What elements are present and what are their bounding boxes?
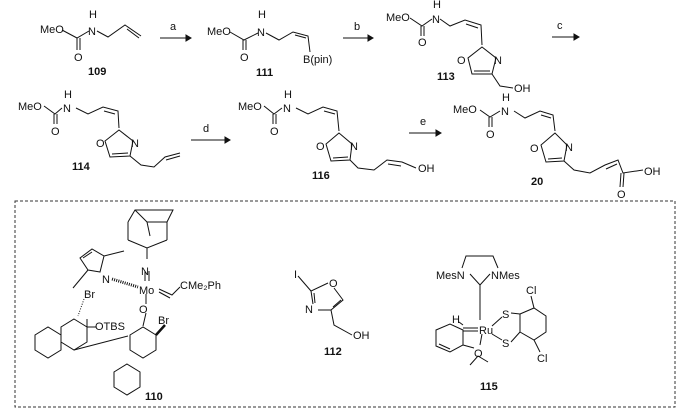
atom-o: O	[51, 126, 60, 138]
compound-label-111: 111	[256, 67, 273, 79]
atom-br-right: Br	[158, 315, 169, 327]
arrow-d: d	[191, 123, 231, 144]
atom-o: O	[474, 348, 483, 360]
atom-h: H	[502, 92, 510, 104]
atom-meo: MeO	[18, 101, 42, 113]
atom-cl-bottom: Cl	[537, 353, 547, 365]
compound-111: MeO H N O B(pin) 111	[207, 9, 332, 79]
atom-h: H	[258, 9, 266, 21]
atom-pyrrole-n: N	[102, 274, 110, 286]
arrow-a: a	[160, 21, 192, 42]
atom-o: O	[418, 37, 427, 49]
atom-o: O	[270, 126, 279, 138]
atom-n: N	[257, 27, 265, 39]
atom-oh: OH	[514, 83, 531, 95]
atom-o: O	[486, 129, 495, 141]
atom-h: H	[89, 9, 97, 21]
atom-o: O	[139, 304, 148, 316]
atom-n: N	[283, 103, 291, 115]
ring-o: O	[530, 143, 539, 155]
compound-112: I O N OH 112	[294, 269, 370, 358]
step-label-d: d	[203, 123, 209, 135]
atom-oh: OH	[418, 163, 435, 175]
atom-n: N	[88, 26, 96, 38]
atom-meo: MeO	[386, 12, 410, 24]
compound-label-116: 116	[312, 170, 330, 182]
atom-h: H	[433, 0, 441, 11]
atom-n: N	[432, 14, 440, 26]
arrow-c: c	[552, 20, 580, 41]
atom-otbs: OTBS	[95, 321, 125, 333]
atom-o: O	[240, 52, 249, 64]
step-label-c: c	[557, 20, 563, 32]
atom-cl-top: Cl	[526, 285, 536, 297]
atom-br-left: Br	[84, 289, 95, 301]
compound-109: MeO H N O 109	[40, 9, 142, 78]
step-label-b: b	[354, 21, 360, 33]
ring-n: N	[565, 142, 573, 154]
atom-imido-n: N	[141, 266, 149, 278]
atom-s-top: S	[502, 309, 509, 321]
atom-n: N	[63, 103, 71, 115]
compound-116: MeO H N O O N OH 116	[238, 89, 435, 182]
arrow-e: e	[409, 116, 442, 137]
atom-cme2ph: CMe₂Ph	[180, 280, 221, 292]
compound-113: MeO H N O O N OH 113	[386, 0, 531, 95]
compound-114: MeO H N O O N 114	[18, 89, 181, 173]
atom-meo: MeO	[40, 24, 64, 36]
atom-meo: MeO	[453, 104, 477, 116]
compound-label-113: 113	[437, 71, 455, 83]
atom-o: O	[329, 278, 338, 290]
compound-label-114: 114	[72, 161, 91, 173]
atom-h: H	[284, 89, 292, 101]
compound-label-20: 20	[531, 176, 543, 188]
atom-h: H	[452, 314, 460, 326]
arrow-b: b	[343, 21, 374, 42]
atom-n: N	[501, 106, 509, 118]
step-label-a: a	[170, 21, 177, 33]
atom-n: N	[305, 304, 313, 316]
ring-o: O	[96, 138, 105, 150]
compound-label-112: 112	[324, 346, 342, 358]
atom-s-bottom: S	[502, 338, 509, 350]
atom-oh: OH	[644, 166, 661, 178]
atom-carbonyl-o: O	[617, 189, 626, 201]
compound-label-110: 110	[145, 391, 163, 403]
atom-nmes: NMes	[491, 270, 520, 282]
step-label-e: e	[420, 116, 426, 128]
ring-n: N	[350, 141, 358, 153]
ring-o: O	[457, 55, 466, 67]
atom-i: I	[294, 269, 297, 281]
atom-ru: Ru	[479, 325, 493, 337]
ring-n: N	[494, 55, 502, 67]
ring-o: O	[316, 141, 325, 153]
compound-label-109: 109	[88, 66, 106, 78]
ring-n: N	[131, 138, 139, 150]
atom-mo: Mo	[139, 285, 154, 297]
atom-meo: MeO	[238, 101, 262, 113]
compound-110: N N Mo CMe₂Ph Br OTBS O Br 110	[34, 209, 221, 403]
atom-o: O	[74, 52, 83, 64]
compound-label-115: 115	[480, 381, 498, 393]
atom-mesn: MesN	[436, 270, 465, 282]
atom-oh: OH	[353, 330, 370, 342]
atom-meo: MeO	[207, 26, 231, 38]
compound-20: MeO H N O O N OH O 20	[453, 92, 661, 201]
compound-115: MesN NMes Cl H Ru S S O Cl 115	[435, 255, 547, 393]
catalyst-box	[14, 200, 676, 408]
atom-bpin: B(pin)	[303, 54, 332, 66]
atom-h: H	[64, 89, 72, 101]
